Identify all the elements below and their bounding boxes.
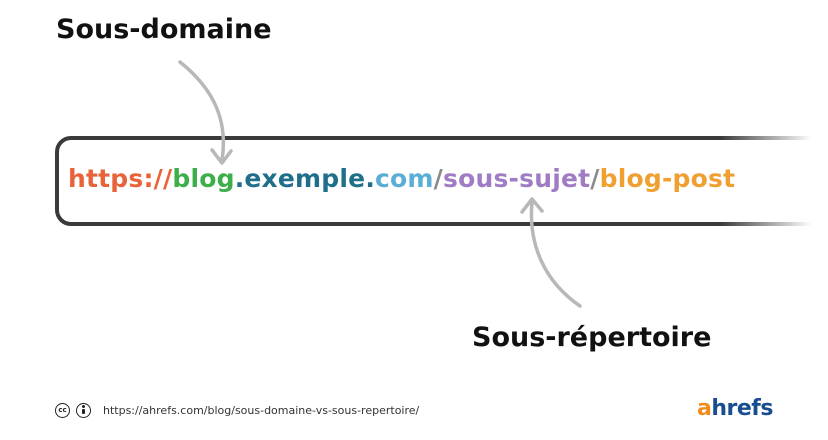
url-bar: [55, 136, 828, 226]
url-domain: exemple: [244, 164, 366, 193]
attribution-icon: [76, 402, 91, 418]
url-dot: .: [365, 164, 376, 193]
url-tld: com: [375, 164, 434, 193]
url-dot: .: [234, 164, 245, 193]
subdirectory-arrow-head: [520, 197, 544, 214]
subdomain-label: Sous-domaine: [56, 14, 272, 45]
subdirectory-arrow: [529, 200, 582, 308]
url-slash: /: [590, 164, 600, 193]
url-slash: /: [433, 164, 444, 193]
url-subdirectory: sous-sujet: [443, 164, 591, 193]
source-url[interactable]: https://ahrefs.com/blog/sous-domaine-vs-…: [103, 403, 420, 417]
footer: cc https://ahrefs.com/blog/sous-domaine-…: [55, 400, 419, 420]
subdomain-arrow-head: [210, 148, 233, 165]
subdirectory-label: Sous-répertoire: [472, 322, 712, 353]
ahrefs-logo: ahrefs: [697, 396, 773, 421]
url-post-slug: blog-post: [599, 164, 736, 193]
url-scheme: https://: [68, 164, 173, 193]
logo-letter-a: a: [697, 396, 712, 421]
example-url: https://blog.exemple.com/sous-sujet/blog…: [68, 164, 735, 193]
subdomain-arrow: [178, 60, 226, 162]
logo-wordmark: hrefs: [711, 396, 773, 421]
creative-commons-icon: cc: [55, 402, 70, 418]
url-subdomain: blog: [172, 164, 235, 193]
url-bar-fade: [720, 126, 828, 236]
